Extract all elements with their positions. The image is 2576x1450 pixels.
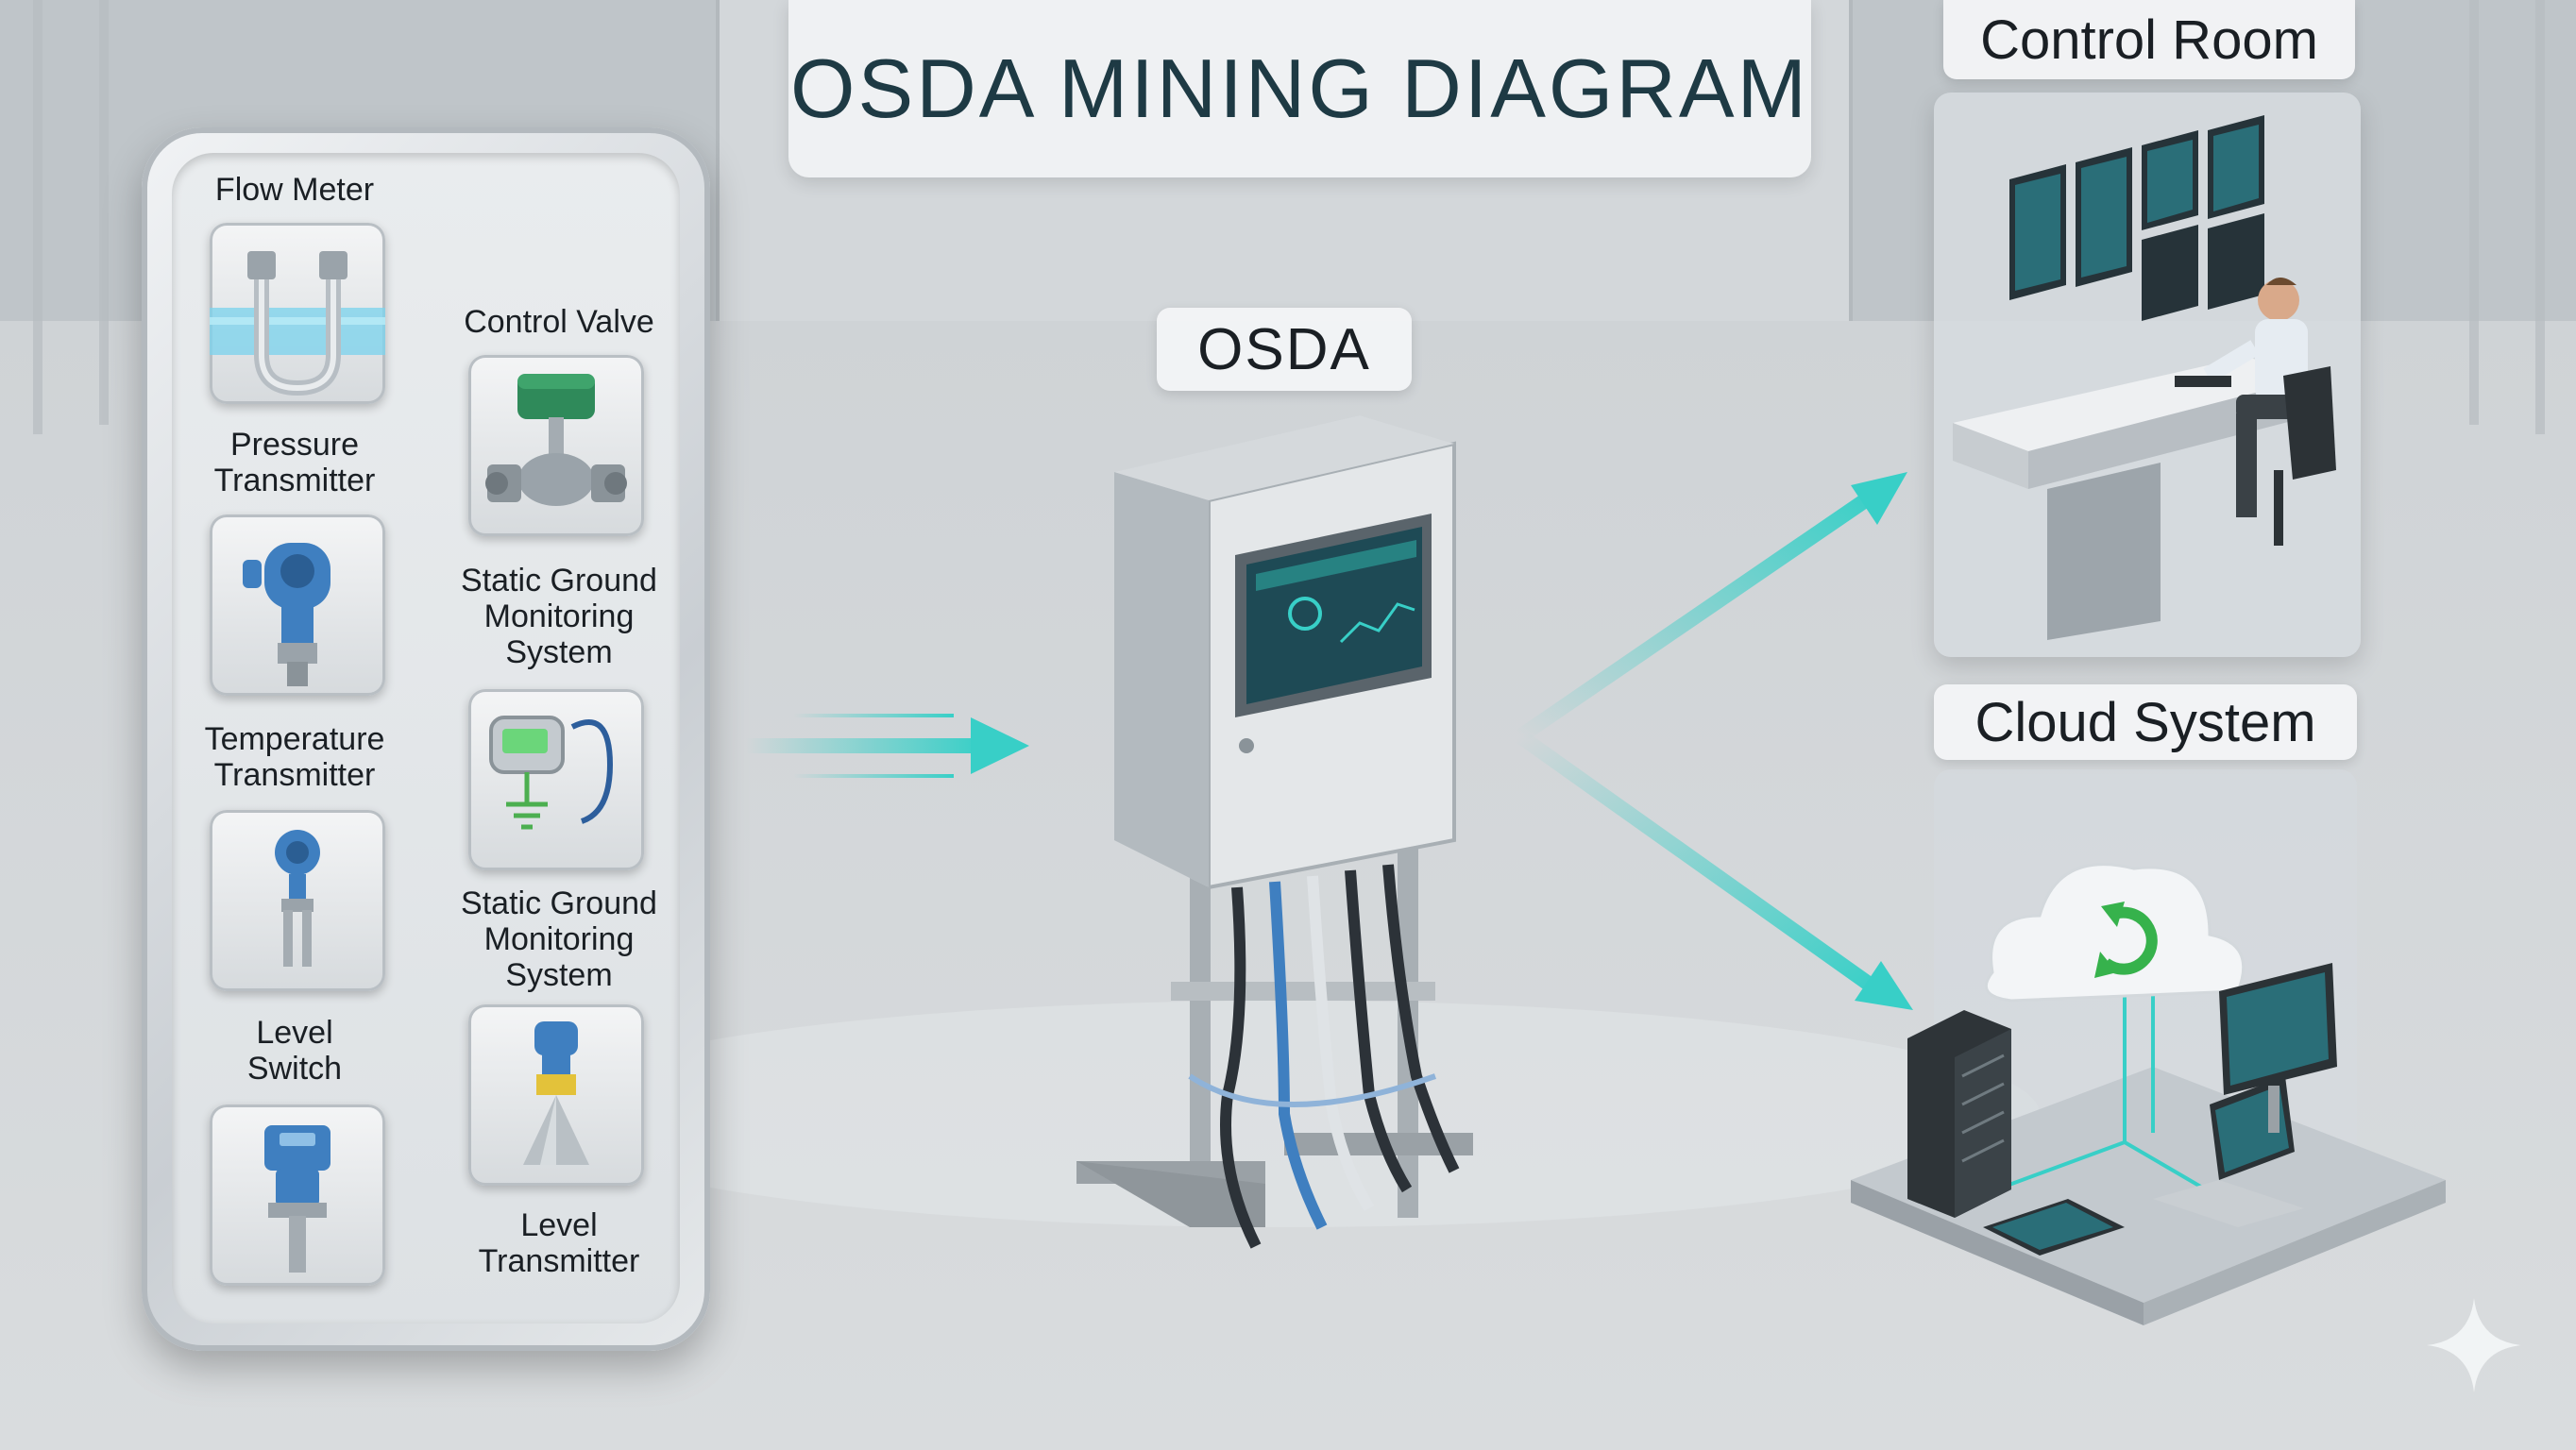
server-rack-icon: [1907, 1010, 2011, 1218]
output-arrows: [1516, 472, 1913, 1010]
osda-label-box: OSDA: [1157, 308, 1412, 391]
control-valve-icon: [485, 374, 627, 506]
label-level-transmitter: Level Transmitter: [478, 1207, 640, 1279]
sparkle-icon: [2427, 1298, 2521, 1392]
level-transmitter-tile: [468, 1004, 644, 1186]
cloud-icon: [1984, 863, 2246, 1003]
static-ground-tile-1: [468, 689, 644, 870]
osda-cabinet: [1076, 415, 1473, 1249]
cloud-system-label-box: Cloud System: [1934, 684, 2357, 760]
pressure-transmitter-tile: [210, 514, 385, 696]
level-transmitter-icon: [523, 1021, 589, 1165]
control-valve-tile: [468, 355, 644, 536]
desktop-monitor-icon: [2219, 963, 2337, 1133]
label-flow-meter: Flow Meter: [214, 172, 375, 208]
label-control-valve: Control Valve: [464, 304, 654, 340]
flow-meter-tile: [210, 223, 385, 404]
temperature-transmitter-tile: [210, 810, 385, 991]
monitor-wall: [2009, 115, 2264, 321]
level-switch-icon: [264, 1125, 330, 1273]
level-switch-tile: [210, 1104, 385, 1286]
control-room-label-box: Control Room: [1943, 0, 2355, 79]
diagram-title: OSDA MINING DIAGRAM: [790, 42, 1809, 135]
label-static-ground-2: Static Ground Monitoring System: [461, 885, 657, 993]
control-room-scene: [1953, 115, 2336, 640]
label-static-ground-1: Static Ground Monitoring System: [461, 563, 657, 670]
cloud-system-scene: [1851, 863, 2446, 1325]
label-level-switch: Level Switch: [246, 1015, 343, 1087]
flow-meter-icon: [210, 251, 385, 396]
osda-label: OSDA: [1197, 316, 1371, 382]
pressure-transmitter-icon: [243, 543, 330, 686]
control-room-label: Control Room: [1980, 8, 2318, 71]
label-temperature-transmitter: Temperature Transmitter: [204, 721, 385, 793]
diagram-title-box: OSDA MINING DIAGRAM: [788, 0, 1811, 177]
label-pressure-transmitter: Pressure Transmitter: [213, 427, 376, 498]
operator: [2203, 278, 2336, 546]
static-ground-monitor-icon: [489, 716, 614, 830]
tablet-icon: [1983, 1199, 2125, 1256]
input-arrow: [746, 714, 1029, 778]
cloud-system-label: Cloud System: [1974, 691, 2316, 753]
temperature-transmitter-icon: [275, 830, 320, 967]
